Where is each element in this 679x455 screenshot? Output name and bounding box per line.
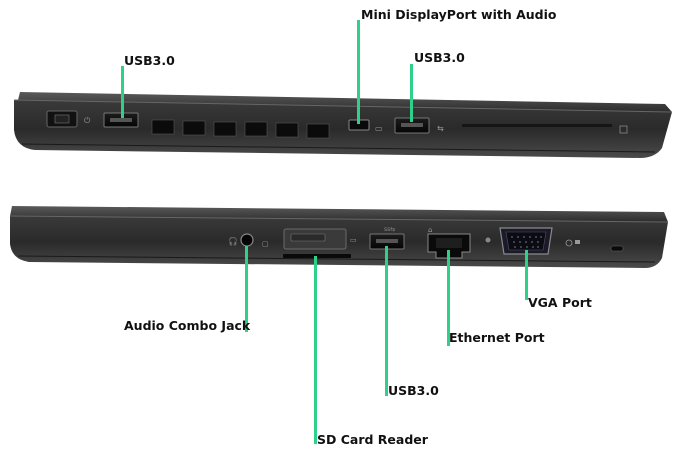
svg-text:▭: ▭ [375,124,383,133]
svg-text:ss⇆: ss⇆ [384,226,395,233]
label-vga: VGA Port [528,295,592,310]
audio-combo-jack [240,233,254,247]
vent-slots [151,119,330,139]
kensington-lock-slot [610,245,624,252]
callout-line-vga [525,250,528,300]
svg-text:▢: ▢ [262,240,269,248]
lid-bottom [10,206,668,222]
callout-line-ethernet [447,250,450,346]
lid-top [18,92,672,112]
svg-text:⌂: ⌂ [428,226,432,234]
label-usb-bottom: USB3.0 [388,383,439,398]
laptop-left-side: ⏻ ▭ ⇆ [13,92,673,158]
smartcard-slot [462,124,612,127]
chassis-top [14,100,672,158]
callout-line-usb-top-left [121,66,124,118]
laptop-right-side: 🎧 ▢ ▭ ss⇆ ⌂ [9,206,669,268]
vga-port [499,227,553,255]
callout-line-usb-top-right [410,64,413,122]
sd-card-slot [283,254,351,258]
callout-line-mini-displayport [357,20,360,124]
svg-text:⇆: ⇆ [437,124,444,133]
label-sd-card: SD Card Reader [317,432,428,447]
callout-line-usb-bottom [385,246,388,396]
svg-text:▭: ▭ [350,236,357,244]
label-usb-top-left: USB3.0 [124,53,175,68]
svg-text:⏻: ⏻ [84,116,91,125]
label-mini-displayport: Mini DisplayPort with Audio [361,7,557,22]
label-audio-jack: Audio Combo Jack [124,318,251,333]
label-ethernet: Ethernet Port [449,330,545,345]
callout-line-sd-card [314,256,317,444]
svg-text:🎧: 🎧 [228,236,238,246]
callout-line-audio-jack [245,246,248,332]
label-usb-top-right: USB3.0 [414,50,465,65]
